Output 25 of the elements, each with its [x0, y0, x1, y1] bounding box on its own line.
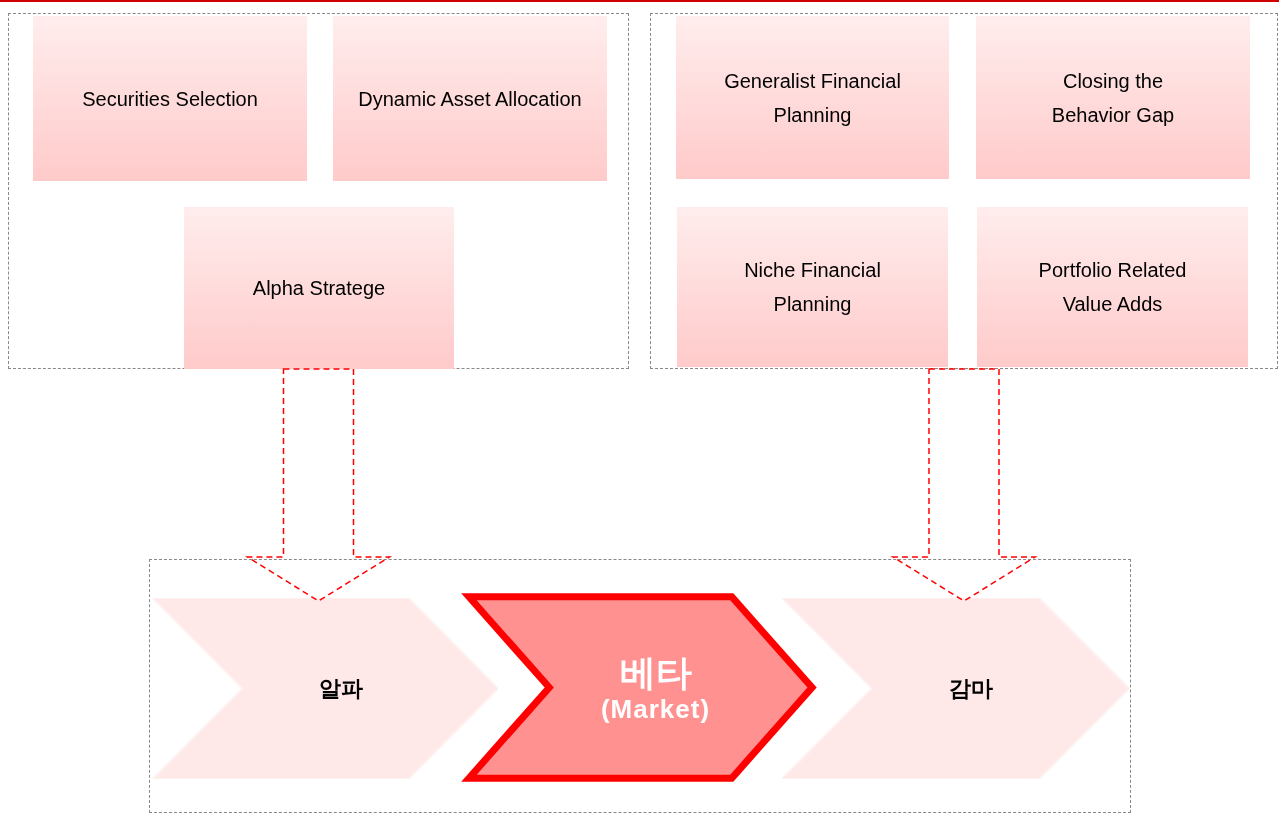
chevron-label: (Market): [600, 693, 711, 724]
process-box: [977, 207, 1248, 367]
block-arrow: [890, 368, 1038, 602]
box-label: Closing the Behavior Gap: [1050, 68, 1176, 128]
process-box: [33, 16, 307, 181]
process-box: [184, 207, 454, 369]
box-label: Portfolio Related Value Adds: [1037, 258, 1188, 317]
box-label: Dynamic Asset Allocation: [358, 86, 582, 112]
process-box: [677, 207, 948, 367]
block-arrow: [244, 368, 393, 602]
process-box: [976, 16, 1250, 179]
chevron-label: 베타: [619, 651, 692, 694]
box-label: Alpha Stratege: [252, 276, 386, 301]
process-box: [676, 16, 949, 179]
chevron-label: 알파: [318, 674, 363, 703]
chevron-shape: [153, 598, 498, 779]
group-frame: [8, 13, 629, 369]
chevron-label: 감마: [948, 674, 993, 703]
group-frame: [149, 559, 1131, 813]
box-label: Generalist Financial Planning: [723, 68, 902, 128]
chevron-shape: [782, 598, 1129, 779]
box-label: Securities Selection: [82, 86, 258, 112]
process-box: [333, 16, 607, 181]
box-label: Niche Financial Planning: [743, 258, 882, 317]
group-frame: [650, 13, 1278, 369]
